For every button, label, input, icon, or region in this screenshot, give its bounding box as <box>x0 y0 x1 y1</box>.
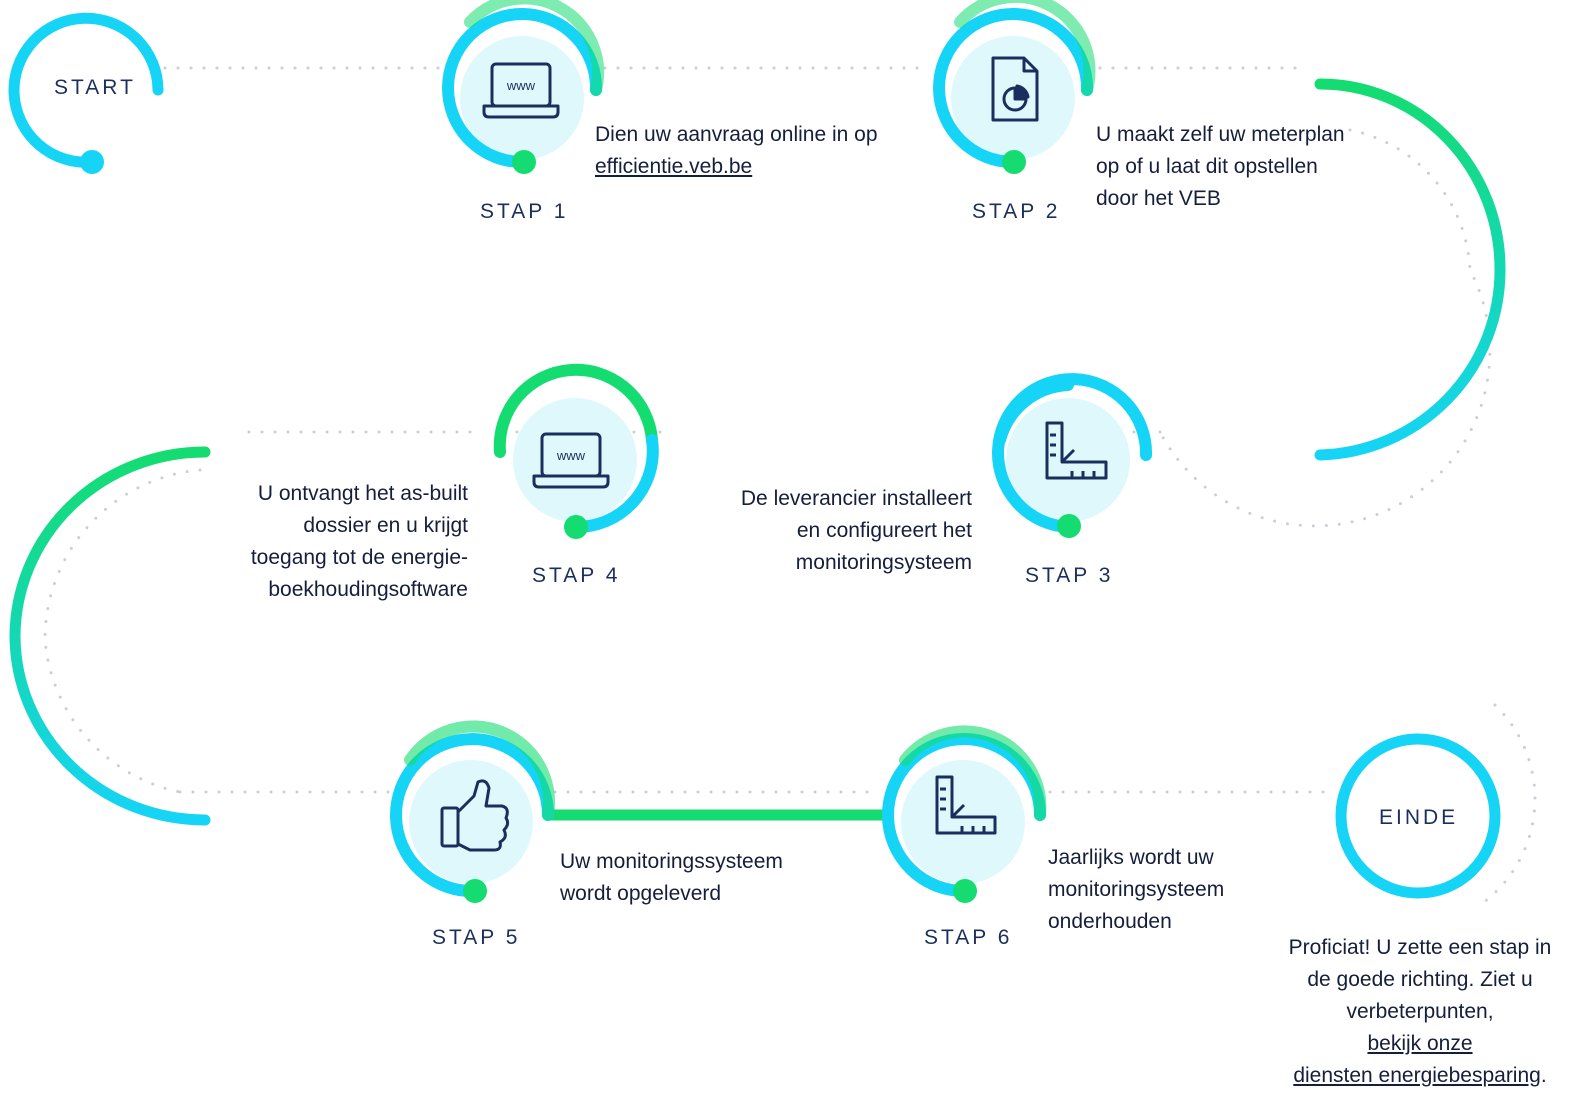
step-node-5 <box>390 720 556 903</box>
step-6-description: Jaarlijks wordt uw monitoringsysteem ond… <box>1048 842 1224 938</box>
step-5-text-line-2: wordt opgeleverd <box>560 882 722 905</box>
step-label-4: STAP 4 <box>532 564 621 587</box>
ruler-square-icon <box>1045 421 1108 480</box>
step-3-text-line-3: monitoringsysteem <box>795 551 972 574</box>
www-laptop-icon: www <box>532 432 610 489</box>
step-node-2 <box>933 0 1096 174</box>
end-text-line-2: de goede richting. Ziet u <box>1307 968 1533 991</box>
step-3-text-line-1: De leverancier installeert <box>740 487 972 510</box>
step-1-description: Dien uw aanvraag online in op efficienti… <box>595 119 878 183</box>
step-4-text-line-3: toegang tot de energie- <box>250 546 468 569</box>
main-path <box>9 78 1506 826</box>
energiebesparing-link-line-1[interactable]: bekijk onze <box>1367 1032 1473 1055</box>
svg-text:www: www <box>506 78 536 93</box>
step-6-text-line-1: Jaarlijks wordt uw <box>1048 846 1214 869</box>
step-3-description: De leverancier installeert en configuree… <box>640 483 972 579</box>
step-3-text-line-2: en configureert het <box>796 519 972 542</box>
end-label: EINDE <box>1379 806 1459 829</box>
start-label: START <box>54 76 136 99</box>
step-node-3 <box>992 373 1153 538</box>
step-2-text-line-2: op of u laat dit opstellen <box>1096 155 1318 178</box>
step-4-text-line-2: dossier en u krijgt <box>303 514 468 537</box>
energiebesparing-link-line-2[interactable]: diensten energiebesparing <box>1293 1064 1541 1087</box>
step-4-description: U ontvangt het as-built dossier en u kri… <box>160 478 468 606</box>
dotted-guides <box>43 66 1537 907</box>
step-4-text-line-1: U ontvangt het as-built <box>257 482 468 505</box>
step-label-5: STAP 5 <box>432 926 521 949</box>
step-6-text-line-3: onderhouden <box>1048 910 1172 933</box>
step-1-text: Dien uw aanvraag online in op <box>595 123 878 146</box>
step-label-1: STAP 1 <box>480 200 569 223</box>
end-text-line-1: Proficiat! U zette een stap in <box>1288 936 1552 959</box>
step-4-text-line-4: boekhoudingsoftware <box>268 578 468 601</box>
end-text-line-3: verbeterpunten, <box>1346 1000 1494 1023</box>
step-2-text-line-1: U maakt zelf uw meterplan <box>1096 123 1345 146</box>
step-label-3: STAP 3 <box>1025 564 1114 587</box>
step-5-text-line-1: Uw monitoringssysteem <box>560 850 783 873</box>
step-label-6: STAP 6 <box>924 926 1013 949</box>
www-laptop-icon: www <box>482 62 560 119</box>
thumbs-up-icon <box>440 779 510 852</box>
svg-text:www: www <box>556 448 586 463</box>
end-period: . <box>1540 1064 1547 1087</box>
step-2-text-line-3: door het VEB <box>1096 187 1221 210</box>
end-node <box>1335 733 1501 899</box>
step-6-text-line-2: monitoringsysteem <box>1048 878 1225 901</box>
document-pie-chart-icon <box>991 56 1039 122</box>
step-node-4 <box>493 363 659 539</box>
end-description: Proficiat! U zette een stap in de goede … <box>1252 932 1588 1092</box>
start-node <box>8 12 164 174</box>
step-label-2: STAP 2 <box>972 200 1061 223</box>
ruler-square-icon <box>935 775 997 835</box>
step-2-description: U maakt zelf uw meterplan op of u laat d… <box>1096 119 1345 215</box>
step-node-6 <box>882 725 1047 903</box>
efficientie-link[interactable]: efficientie.veb.be <box>595 155 753 178</box>
step-5-description: Uw monitoringssysteem wordt opgeleverd <box>560 846 783 910</box>
